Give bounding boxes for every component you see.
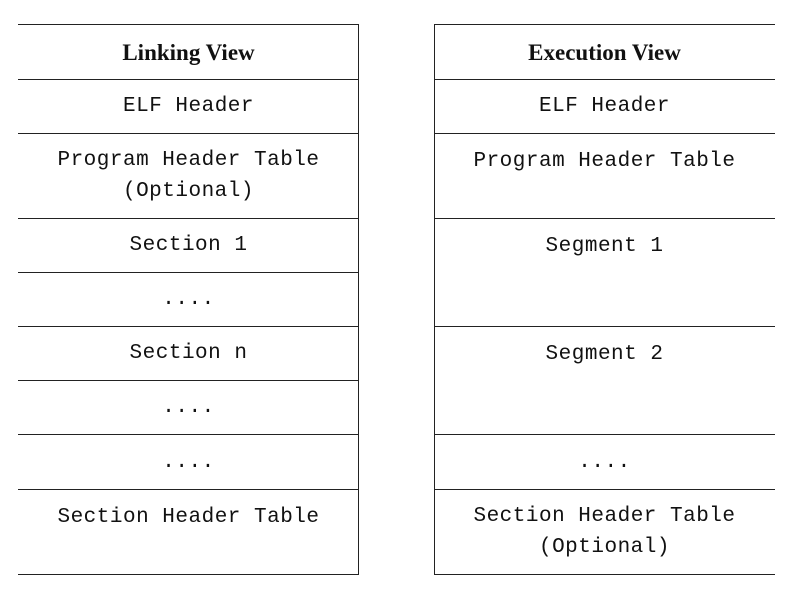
execution-segment-2: Segment 2	[545, 343, 664, 366]
gutter-right-rule	[434, 24, 435, 575]
left-rule	[18, 218, 359, 219]
right-rule	[434, 24, 775, 25]
execution-elf-header: ELF Header	[538, 95, 671, 118]
right-rule	[434, 218, 775, 219]
execution-ellipsis: ....	[578, 450, 631, 474]
linking-program-header-table-label: Program Header Table	[57, 149, 320, 172]
execution-program-header-table: Program Header Table	[473, 150, 736, 173]
right-rule	[434, 434, 775, 435]
execution-section-header-table-label: Section Header Table	[473, 505, 736, 528]
linking-ellipsis: ....	[162, 288, 215, 311]
linking-view-heading: Linking View	[122, 39, 255, 65]
linking-program-header-table: Program Header Table (Optional)	[18, 134, 359, 218]
right-rule	[434, 574, 775, 575]
linking-section-n: Section n	[129, 342, 248, 365]
left-rule	[18, 380, 359, 381]
right-rule	[434, 79, 775, 80]
linking-section-1: Section 1	[129, 234, 248, 257]
right-rule	[434, 489, 775, 490]
linking-ellipsis: ....	[162, 396, 215, 419]
left-rule	[18, 489, 359, 490]
right-rule	[434, 133, 775, 134]
left-rule	[18, 272, 359, 273]
gutter-left-rule	[358, 24, 359, 575]
left-rule	[18, 574, 359, 575]
left-rule	[18, 434, 359, 435]
left-rule	[18, 326, 359, 327]
execution-section-header-table-note: (Optional)	[538, 536, 670, 559]
execution-section-header-table: Section Header Table (Optional)	[434, 490, 775, 574]
execution-view-heading: Execution View	[528, 39, 681, 65]
left-rule	[18, 24, 359, 25]
linking-elf-header: ELF Header	[122, 95, 255, 118]
left-rule	[18, 133, 359, 134]
linking-program-header-table-note: (Optional)	[122, 180, 254, 203]
linking-ellipsis: ....	[162, 450, 215, 474]
linking-section-header-table: Section Header Table	[57, 506, 320, 529]
execution-segment-1: Segment 1	[545, 235, 664, 258]
left-rule	[18, 79, 359, 80]
right-rule	[434, 326, 775, 327]
